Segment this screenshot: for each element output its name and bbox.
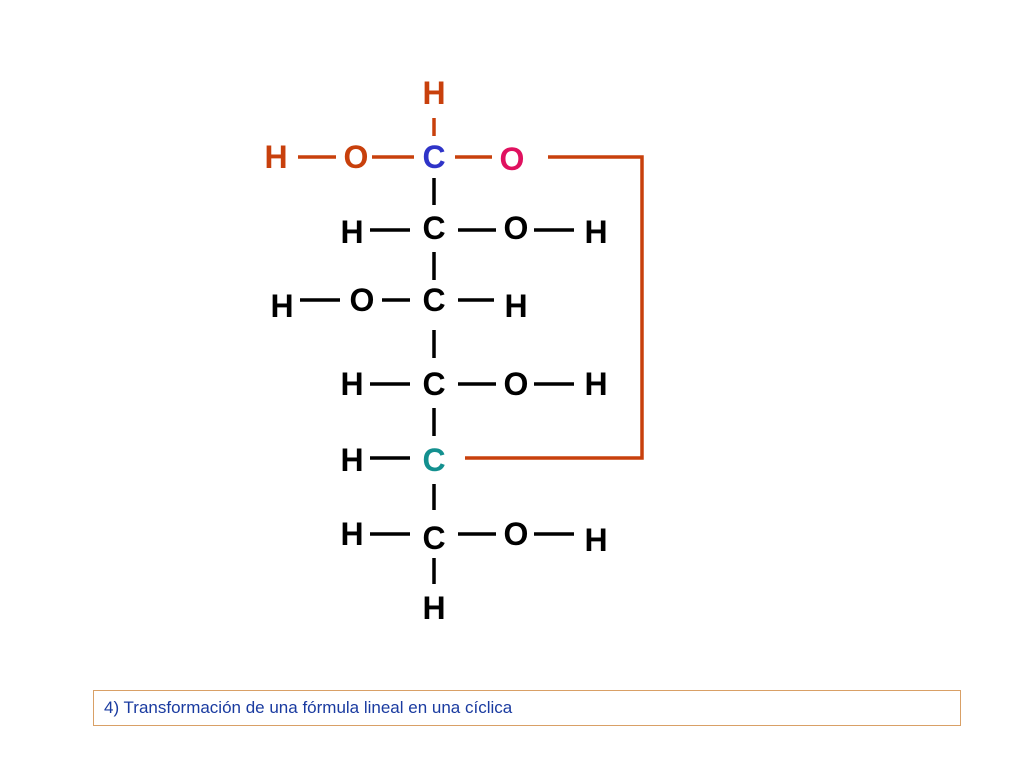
atom-h-o2: H [584,214,607,250]
atom-h-c1: H [264,139,287,175]
atom-c6: C [422,520,445,556]
caption-text: 4) Transformación de una fórmula lineal … [104,698,513,717]
ring-closure-bond [465,155,644,460]
atom-h-o6: H [584,522,607,558]
atom-h-bottom: H [422,590,445,626]
atom-c2: C [422,210,445,246]
atom-h-c5: H [340,442,363,478]
atom-o-ring: O [500,141,525,177]
caption-box: 4) Transformación de una fórmula lineal … [93,690,961,726]
atom-h-o4: H [584,366,607,402]
atom-o-c6: O [504,516,529,552]
atom-h-top: H [422,75,445,111]
atom-h-c3: H [504,288,527,324]
bonds [298,118,644,584]
atom-h-c6: H [340,516,363,552]
atom-c5: C [422,442,445,478]
atom-c1: C [422,139,445,175]
atom-h-o3: H [270,288,293,324]
atoms: H H O C O H C O H H O C H H C O H H C H … [264,75,607,626]
structural-formula: H H O C O H C O H H O C H H C O H H C H … [264,75,644,626]
atom-h-c2: H [340,214,363,250]
atom-c3: C [422,282,445,318]
atom-o-c4: O [504,366,529,402]
atom-o-c2: O [504,210,529,246]
atom-h-c4: H [340,366,363,402]
atom-c4: C [422,366,445,402]
atom-o-c1: O [344,139,369,175]
atom-o-c3: O [350,282,375,318]
